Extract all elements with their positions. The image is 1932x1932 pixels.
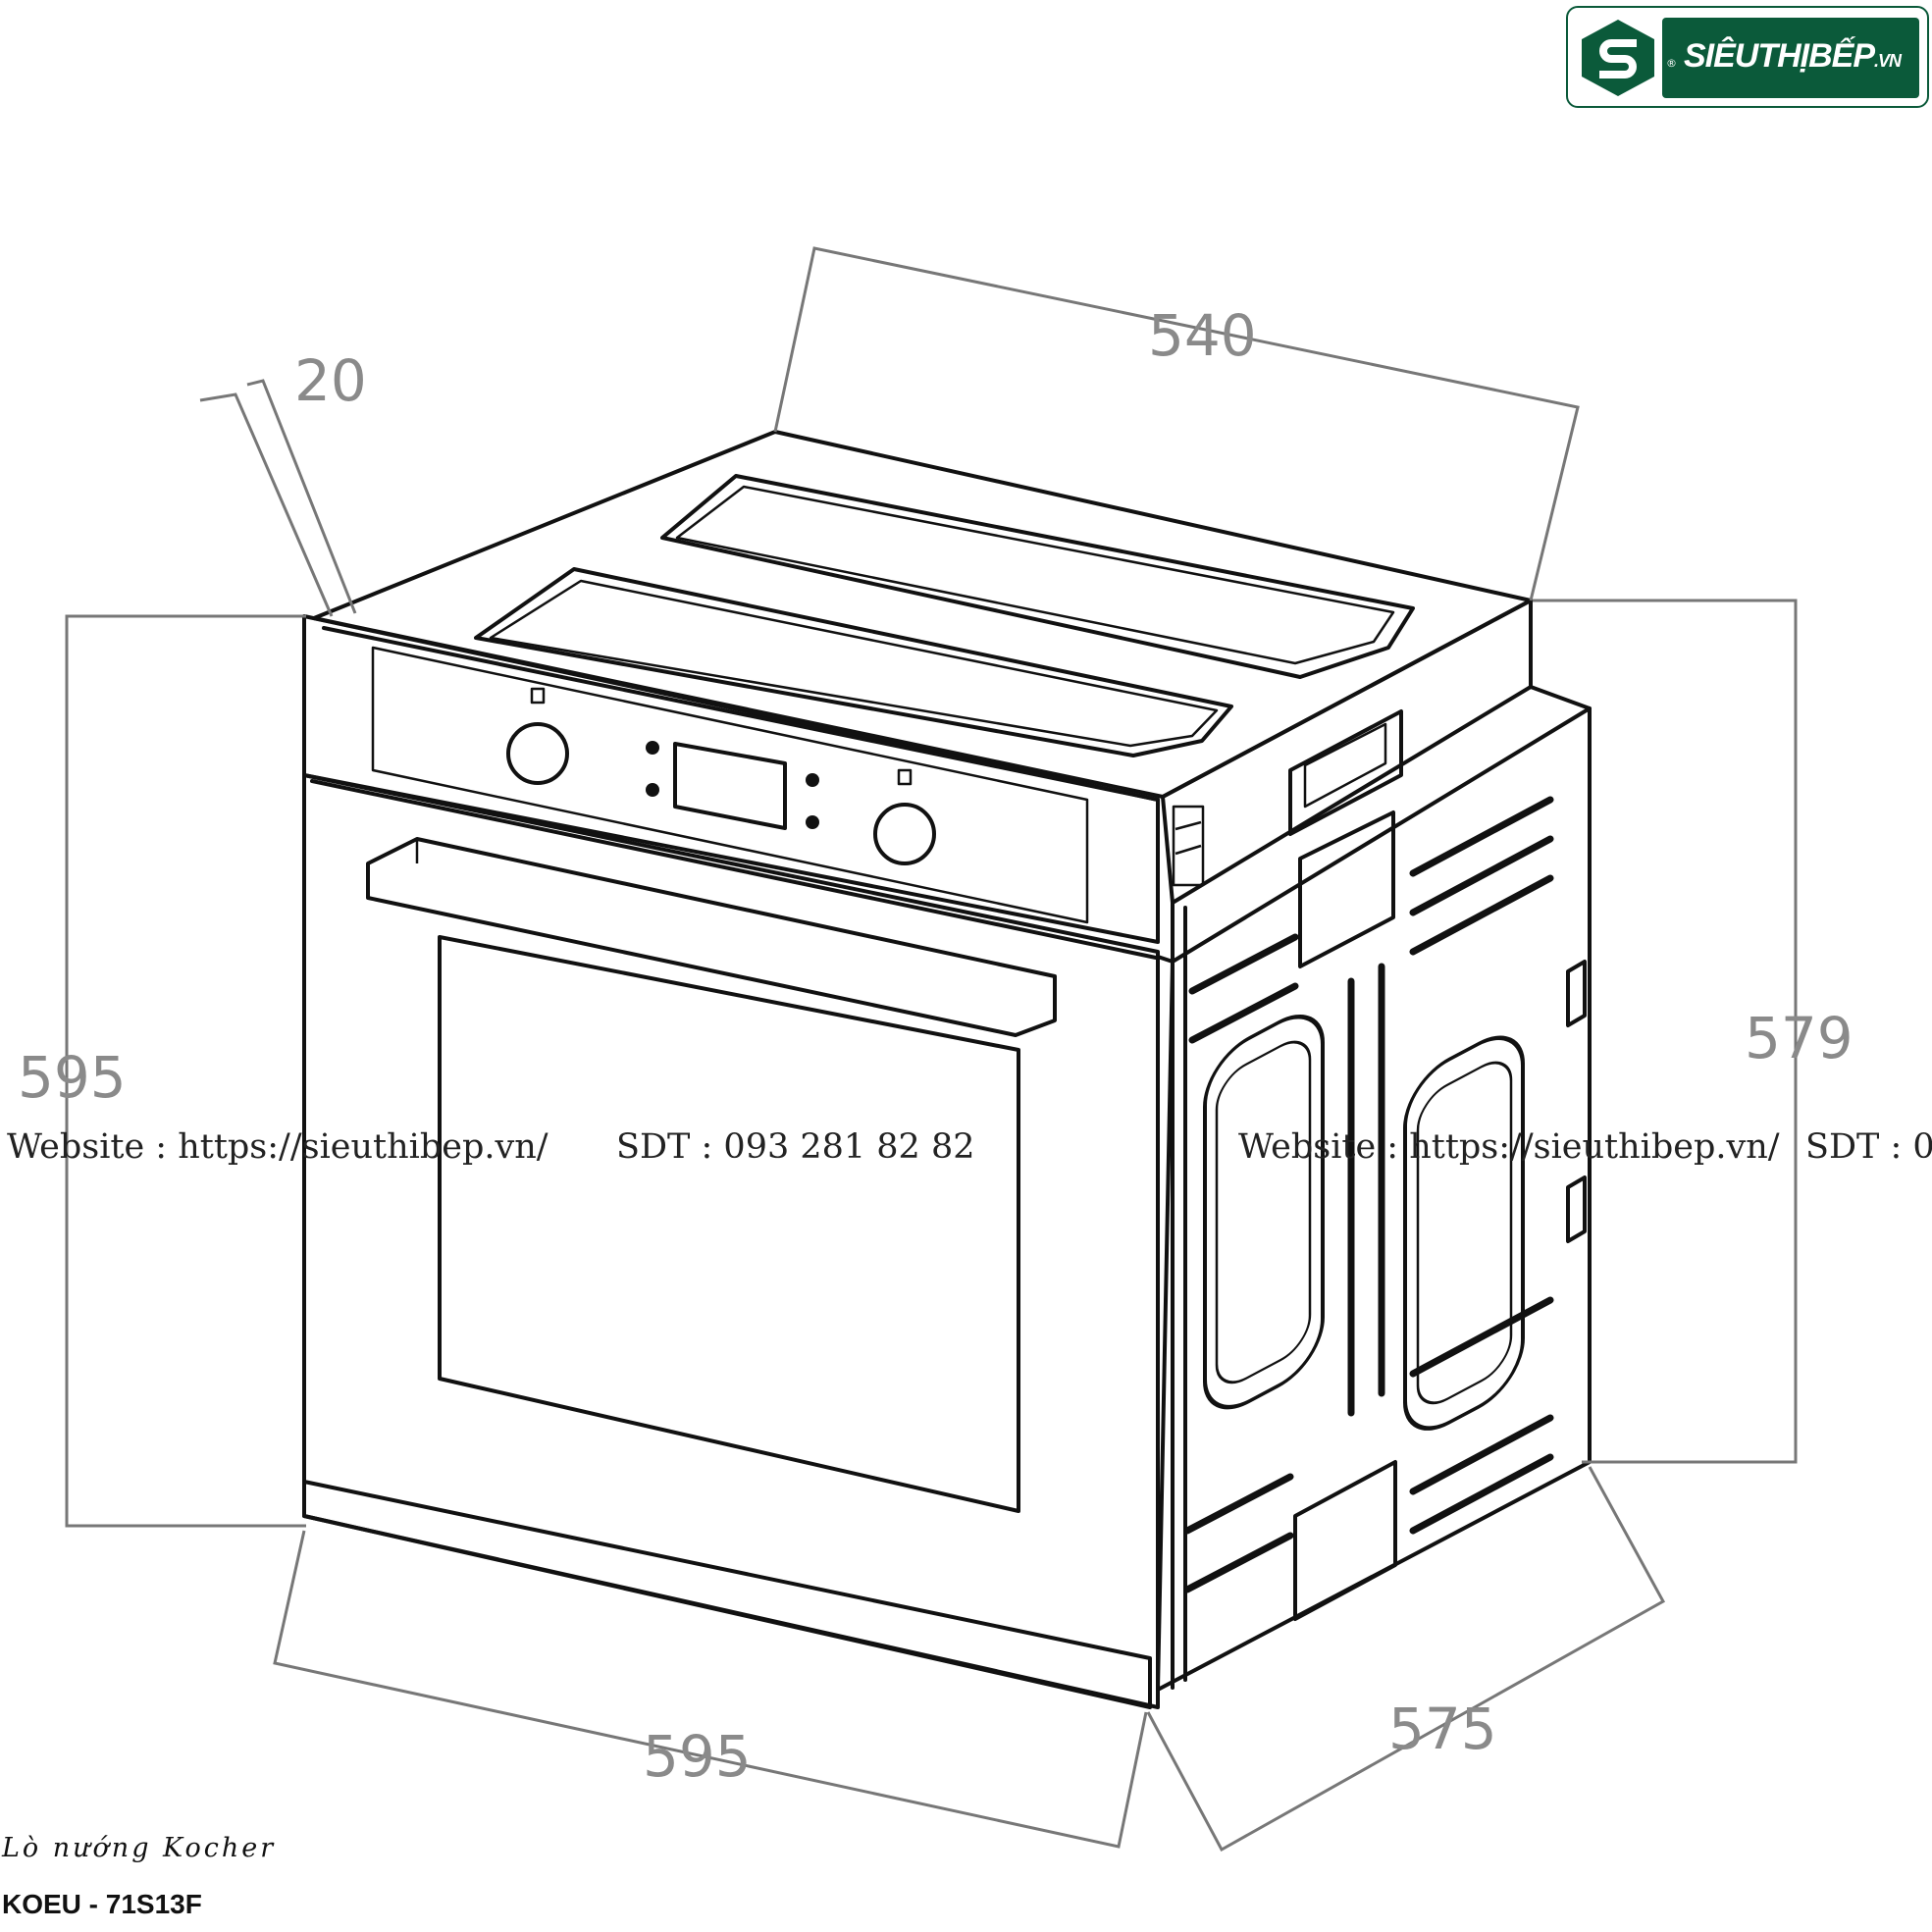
dimension-lines xyxy=(65,246,1798,1853)
watermark-phone-1: SDT : 093 281 82 82 xyxy=(616,1127,974,1167)
dim-label-height-front: 595 xyxy=(18,1044,127,1111)
knob-right-marker xyxy=(897,768,913,786)
logo-suffix: .VN xyxy=(1874,51,1902,71)
product-type-caption: Lò nướng Kocher xyxy=(2,1833,277,1863)
brand-logo: ® SIÊUTHỊBẾP.VN xyxy=(1566,6,1929,108)
knob-left-marker xyxy=(530,687,546,705)
button-dot-2 xyxy=(646,783,659,797)
oven-side xyxy=(1156,599,1592,1692)
watermark-phone-2: SDT : 0 xyxy=(1805,1127,1932,1167)
product-model-caption: KOEU - 71S13F xyxy=(2,1889,202,1919)
knob-right-icon xyxy=(873,803,936,865)
button-dot-1 xyxy=(646,741,659,755)
oven-door xyxy=(302,773,1160,1709)
control-panel xyxy=(302,614,1160,944)
dim-label-height-body: 579 xyxy=(1745,1005,1854,1071)
logo-wordmark: SIÊUTHỊBẾP.VN xyxy=(1684,37,1902,76)
button-dot-3 xyxy=(806,773,819,787)
side-panel-right xyxy=(1403,1035,1525,1431)
dim-label-thickness: 20 xyxy=(294,347,367,414)
door-handle xyxy=(366,837,1057,1037)
watermark-website-2: Website : https://sieuthibep.vn/ xyxy=(1238,1127,1780,1167)
display-screen xyxy=(673,742,787,830)
logo-name: SIÊUTHỊBẾP xyxy=(1684,37,1875,75)
logo-registered-mark: ® xyxy=(1666,57,1677,70)
side-panel-left xyxy=(1203,1014,1325,1410)
s-monogram-icon xyxy=(1582,20,1654,96)
door-window xyxy=(438,935,1020,1513)
knob-left-icon xyxy=(506,722,569,785)
dim-label-depth-top: 540 xyxy=(1148,302,1257,369)
dim-label-depth-body: 575 xyxy=(1388,1696,1497,1762)
button-dot-4 xyxy=(806,815,819,829)
watermark-website-1: Website : https://sieuthibep.vn/ xyxy=(7,1127,548,1167)
dim-label-width-front: 595 xyxy=(643,1723,752,1790)
logo-band xyxy=(1662,18,1919,98)
